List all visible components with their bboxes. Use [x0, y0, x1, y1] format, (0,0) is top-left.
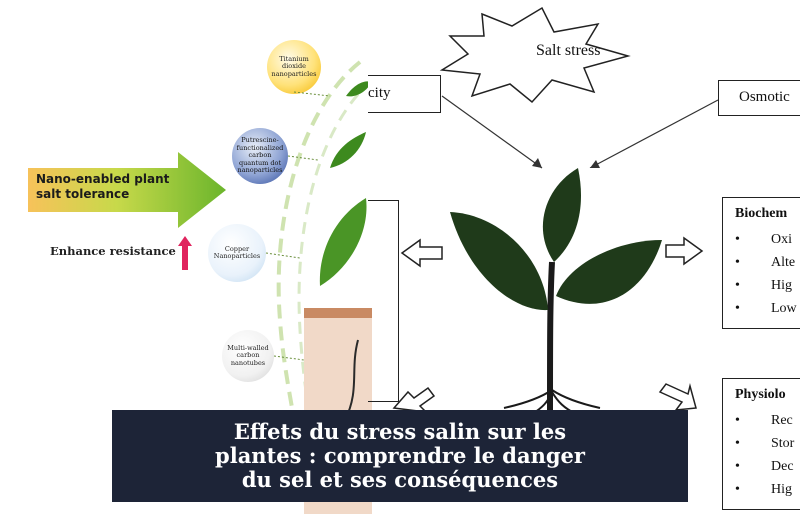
- salt-stress-starburst: [439, 6, 631, 104]
- ion-toxicity-label: city: [368, 85, 391, 101]
- nano-tolerance-label: Nano-enabled plant salt tolerance: [36, 172, 170, 201]
- carbon-nanotube-nanoparticle: Multi-walled carbon nanotubes: [222, 330, 274, 382]
- arrow-right-icon: [665, 236, 704, 266]
- physiological-box: Physiolo •Rec •Stor •Dec •Hig: [722, 378, 800, 510]
- osmotic-box: Osmotic: [718, 80, 800, 116]
- nano-tolerance-arrow: [28, 152, 226, 228]
- caption-title: Effets du stress salin sur les plantes :…: [215, 419, 585, 492]
- biochemical-box: Biochem •Oxi •Alte •Hig •Low: [722, 197, 800, 329]
- left-bracket: [368, 200, 399, 402]
- top-leaf: [542, 168, 581, 262]
- arrow-down-left-icon: [392, 386, 436, 414]
- arrow-down-right-icon: [658, 383, 697, 411]
- enhance-resistance-label: Enhance resistance: [50, 244, 176, 258]
- copper-nanoparticle: Copper Nanoparticles: [208, 224, 266, 282]
- osmotic-label: Osmotic: [739, 89, 790, 105]
- titanium-dioxide-nanoparticle: Titanium dioxide nanoparticles: [267, 40, 321, 94]
- salt-stress-diagram: [392, 6, 719, 415]
- up-arrow-icon: [178, 236, 192, 270]
- ion-toxicity-box: city: [368, 75, 441, 113]
- physiological-title: Physiolo: [735, 387, 786, 402]
- arrow-left-icon: [400, 238, 443, 268]
- biochemical-title: Biochem: [735, 206, 788, 221]
- carbon-quantum-dot-nanoparticle: Putrescine-functionalized carbon quantum…: [232, 128, 288, 184]
- right-leaf: [556, 240, 662, 304]
- caption-banner: Effets du stress salin sur les plantes :…: [112, 410, 688, 502]
- plant-stem: [547, 261, 555, 415]
- left-leaf: [450, 212, 548, 311]
- salt-stress-label: Salt stress: [536, 42, 601, 59]
